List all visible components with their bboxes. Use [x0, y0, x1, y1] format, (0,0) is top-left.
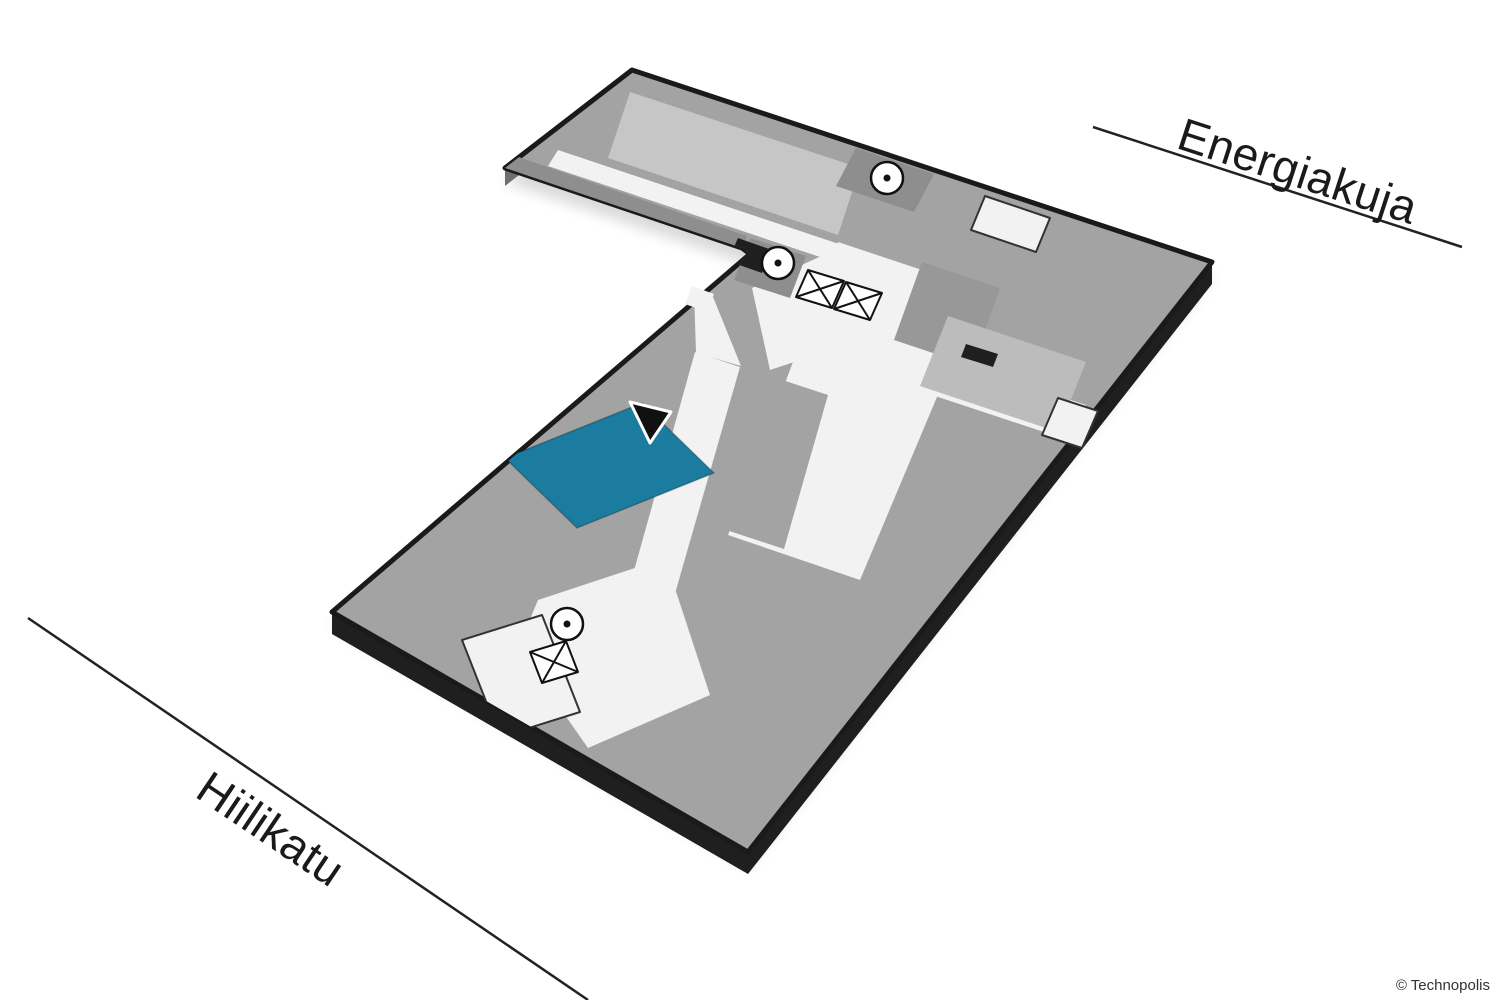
street-line-energiakuja — [1092, 125, 1463, 249]
elevator-icon — [795, 269, 845, 309]
elevator-icons — [529, 269, 883, 684]
room-dark-bar — [961, 344, 998, 367]
vestibule — [1041, 397, 1099, 449]
room-block-light — [920, 316, 1086, 432]
copyright: © Technopolis — [1396, 977, 1490, 994]
wing-corridor — [548, 150, 848, 263]
wing-wall-strip — [505, 154, 747, 250]
street-label-energiakuja: Energiakuja — [1172, 108, 1424, 234]
stairs-icon — [760, 245, 796, 281]
room-center-block — [699, 367, 828, 549]
elevator-icon — [833, 281, 883, 321]
elevator-icon — [529, 640, 579, 684]
wing-rooms-block — [608, 92, 860, 235]
corridor-connector — [694, 290, 741, 366]
location-arrow-icon — [628, 400, 673, 445]
room-white-top-right — [970, 195, 1051, 253]
stairs-icons — [549, 160, 905, 642]
street-energiakuja: Energiakuja — [1092, 108, 1463, 249]
stairs-icon — [869, 160, 905, 196]
street-line-hiilikatu — [27, 616, 589, 1000]
stairs-icon — [549, 606, 585, 642]
street-label-hiilikatu: Hiilikatu — [188, 761, 354, 897]
highlighted-room[interactable] — [503, 402, 716, 529]
